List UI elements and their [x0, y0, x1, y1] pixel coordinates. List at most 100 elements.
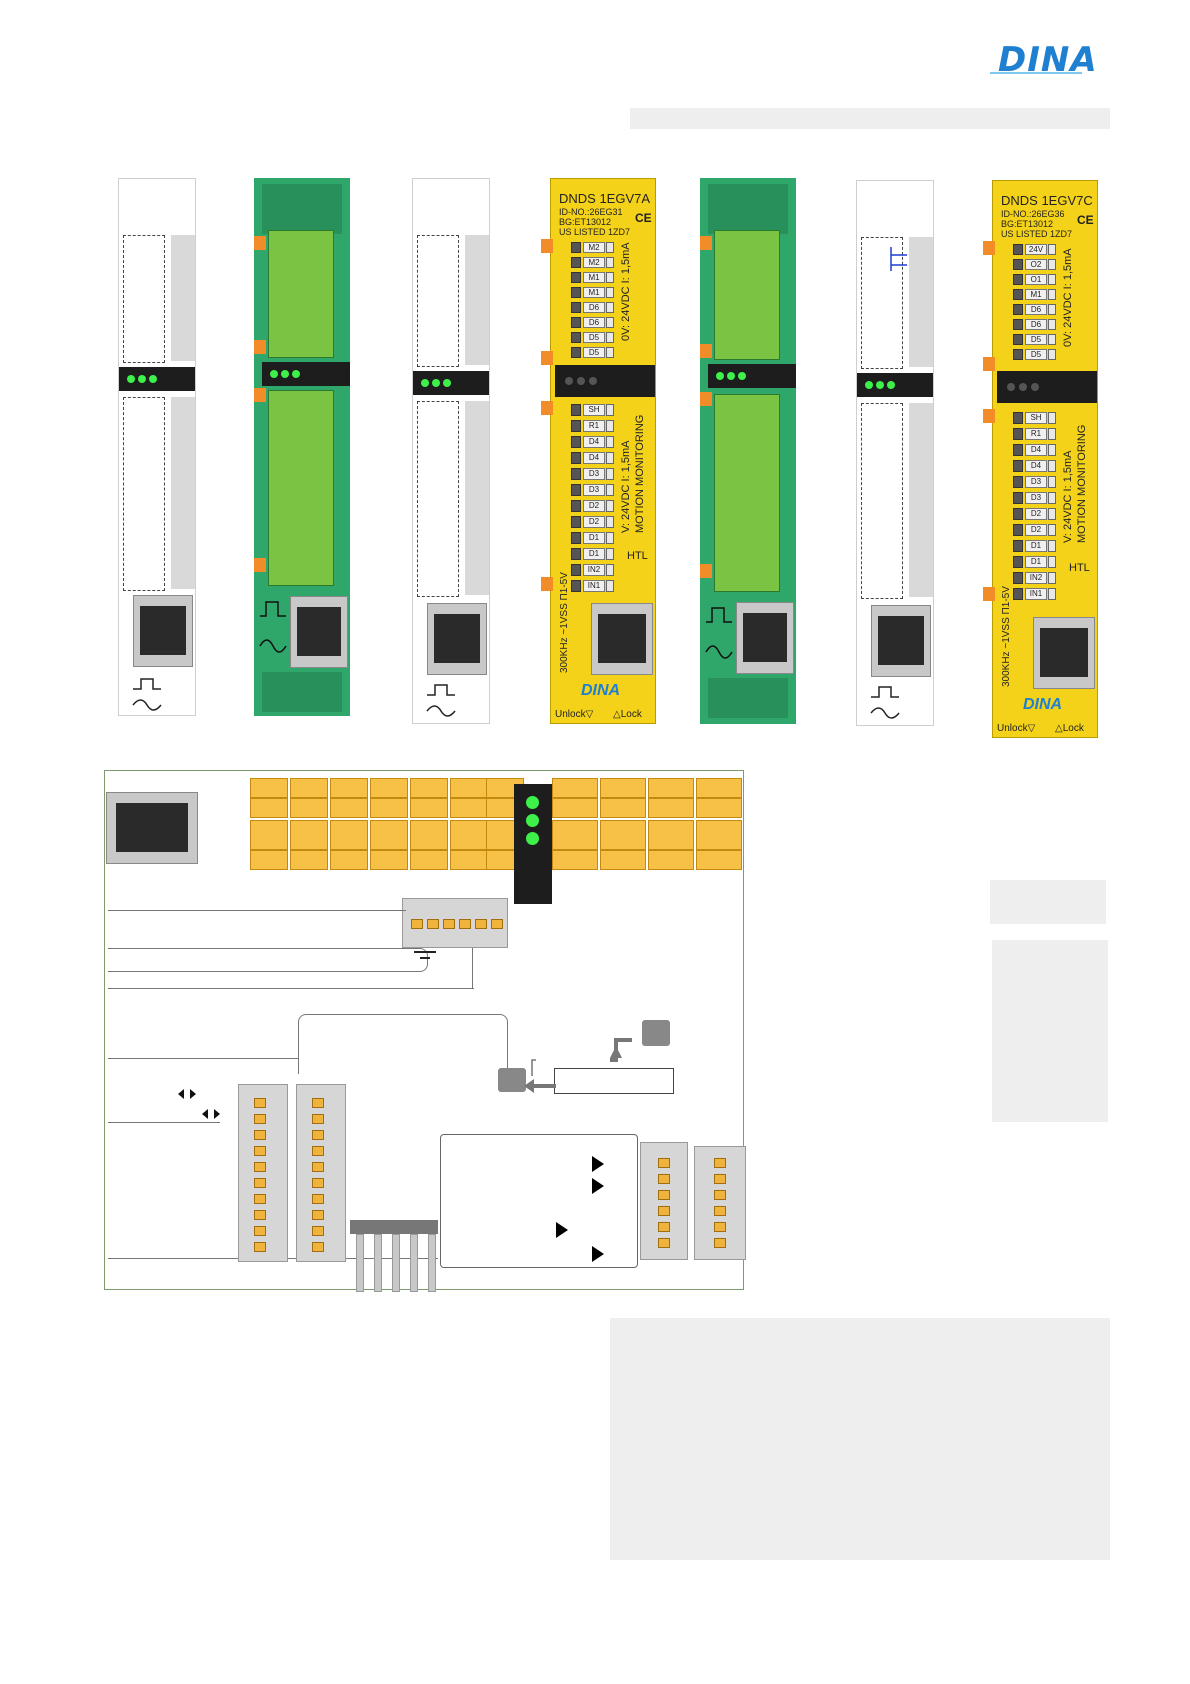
- terminal[interactable]: D4: [1013, 459, 1057, 473]
- terminal[interactable]: D5: [1013, 333, 1057, 346]
- connector-bottom: [410, 850, 448, 870]
- terminal-socket: [1048, 572, 1056, 584]
- module-title: DNDS 1EGV7C: [1001, 193, 1093, 208]
- connector-socket: [410, 820, 448, 850]
- terminal-screw-icon: [571, 468, 581, 480]
- terminal[interactable]: D2: [1013, 507, 1057, 521]
- lever-tab: [700, 392, 712, 406]
- terminal[interactable]: D4: [571, 451, 615, 465]
- connector-top: [410, 778, 448, 798]
- connector-mid: [600, 798, 646, 818]
- terminal[interactable]: D5: [1013, 348, 1057, 361]
- terminal[interactable]: D1: [571, 547, 615, 561]
- terminal-screw-icon: [571, 287, 581, 298]
- terminal-socket: [606, 272, 614, 283]
- terminal[interactable]: D5: [571, 331, 615, 344]
- output-cell: [658, 1190, 670, 1200]
- terminal[interactable]: D1: [1013, 555, 1057, 569]
- wire: [108, 1122, 220, 1123]
- terminal[interactable]: IN1: [1013, 587, 1057, 601]
- terminal-socket: [1048, 444, 1056, 456]
- connection-arrow-icon: [524, 1038, 632, 1093]
- lower-spec: V: 24VDC I: 1,5mA: [1062, 450, 1074, 543]
- terminal[interactable]: M1: [1013, 288, 1057, 301]
- terminal[interactable]: D1: [571, 531, 615, 545]
- terminal[interactable]: IN2: [571, 563, 615, 577]
- terminal[interactable]: SH: [1013, 411, 1057, 425]
- upper-dashed-block: [123, 235, 165, 363]
- terminal[interactable]: D3: [571, 483, 615, 497]
- terminal[interactable]: D4: [571, 435, 615, 449]
- terminal[interactable]: D3: [1013, 475, 1057, 489]
- terminal[interactable]: D6: [1013, 303, 1057, 316]
- terminal-screw-icon: [1013, 444, 1023, 456]
- lever-tab: [700, 236, 712, 250]
- connector-bottom: [696, 850, 742, 870]
- terminal-cell: [254, 1242, 266, 1252]
- terminal-label: D3: [583, 468, 605, 480]
- terminal[interactable]: IN2: [1013, 571, 1057, 585]
- output-cell: [658, 1238, 670, 1248]
- terminal[interactable]: IN1: [571, 579, 615, 593]
- terminal-label: SH: [1025, 412, 1047, 424]
- terminal[interactable]: D5: [571, 346, 615, 359]
- lever-tab: [983, 241, 995, 255]
- terminal-screw-icon: [571, 516, 581, 528]
- terminal-label: M2: [583, 257, 605, 268]
- connector-socket: [696, 820, 742, 850]
- terminal-socket: [606, 532, 614, 544]
- terminal-screw-icon: [1013, 428, 1023, 440]
- terminal[interactable]: M2: [571, 241, 615, 254]
- terminal-socket: [1048, 492, 1056, 504]
- terminal[interactable]: O2: [1013, 258, 1057, 271]
- wire: [108, 988, 474, 989]
- lever-tab: [983, 357, 995, 371]
- lever-tab: [254, 340, 266, 354]
- terminal[interactable]: M1: [571, 271, 615, 284]
- terminal-screw-icon: [1013, 508, 1023, 520]
- terminal-socket: [606, 452, 614, 464]
- terminal[interactable]: SH: [571, 403, 615, 417]
- terminal[interactable]: 24V: [1013, 243, 1057, 256]
- terminal[interactable]: O1: [1013, 273, 1057, 286]
- terminal[interactable]: M2: [571, 256, 615, 269]
- terminal[interactable]: D4: [1013, 443, 1057, 457]
- terminal[interactable]: D2: [571, 499, 615, 513]
- terminal[interactable]: D1: [1013, 539, 1057, 553]
- module-7: DNDS 1EGV7C ID-NO.:26EG36 BG:ET13012 US …: [983, 180, 1098, 738]
- terminal[interactable]: D2: [1013, 523, 1057, 537]
- lower-function: MOTION MONITORING: [1076, 424, 1088, 543]
- terminal-cell: [312, 1242, 324, 1252]
- module-4: DNDS 1EGV7A ID-NO.:26EG31 BG:ET13012 US …: [541, 178, 656, 724]
- terminal-cell: [254, 1194, 266, 1204]
- terminal-label: D6: [583, 317, 605, 328]
- terminal-socket: [1048, 524, 1056, 536]
- terminal[interactable]: D6: [571, 301, 615, 314]
- status-led: [138, 375, 146, 383]
- brand-logo: DINA: [990, 38, 1097, 82]
- lower-terminal-block: [714, 394, 780, 592]
- terminal-screw-icon: [1013, 349, 1023, 360]
- pin: [356, 1234, 364, 1292]
- terminal[interactable]: D6: [1013, 318, 1057, 331]
- status-led: [1019, 383, 1027, 391]
- terminal-socket: [1048, 259, 1056, 270]
- terminal-cell: [312, 1178, 324, 1188]
- status-led: [421, 379, 429, 387]
- terminal[interactable]: D2: [571, 515, 615, 529]
- connector-mid: [290, 798, 328, 818]
- terminal[interactable]: M1: [571, 286, 615, 299]
- terminal[interactable]: D3: [571, 467, 615, 481]
- signal-box: [440, 1134, 638, 1268]
- terminal[interactable]: D3: [1013, 491, 1057, 505]
- connector-top: [696, 778, 742, 798]
- encoder-spec: 300KHz ~1VSS Π1-5V: [559, 572, 570, 673]
- terminal[interactable]: D6: [571, 316, 615, 329]
- terminal[interactable]: R1: [571, 419, 615, 433]
- sensor-connector: [498, 1068, 526, 1092]
- terminal[interactable]: R1: [1013, 427, 1057, 441]
- label-box: [554, 1068, 674, 1094]
- signal-wave-icon: [259, 601, 287, 653]
- status-led: [292, 370, 300, 378]
